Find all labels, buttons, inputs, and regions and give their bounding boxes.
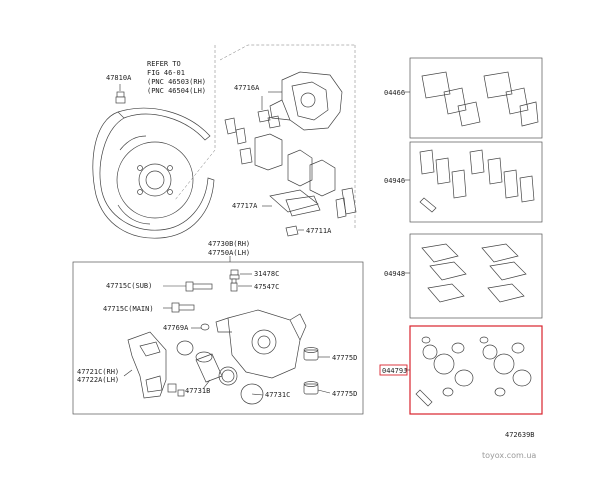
callout-04946[interactable]: 04946 <box>384 177 405 185</box>
callout-47721C[interactable]: 47721C(RH) <box>77 368 119 376</box>
callout-04948[interactable]: 04948 <box>384 270 405 278</box>
callout-47717A[interactable]: 47717A <box>232 202 258 210</box>
mounting-bracket-47721C[interactable] <box>127 331 167 399</box>
bolt-47810A[interactable] <box>115 91 126 104</box>
kit-box-04466[interactable] <box>409 57 543 139</box>
callout-04479J-box <box>379 364 408 376</box>
caliper-body[interactable] <box>215 309 307 379</box>
shim-kit-47717A[interactable] <box>269 187 357 219</box>
pin-47715C-main[interactable] <box>171 302 195 313</box>
callout-47722A[interactable]: 47722A(LH) <box>77 376 119 384</box>
caliper-top[interactable] <box>269 71 343 131</box>
callout-47716A[interactable]: 47716A <box>234 84 260 92</box>
callout-47769A[interactable]: 47769A <box>163 324 189 332</box>
callout-04466[interactable]: 04466 <box>384 89 405 97</box>
shim-kit-04946 <box>419 149 535 213</box>
refer-line-2: FIG 46-01 <box>147 69 185 77</box>
callout-47715C-sub[interactable]: 47715C(SUB) <box>106 282 152 290</box>
refer-line-3: (PNC 46503(RH) <box>147 78 206 86</box>
piston-47731B[interactable] <box>195 351 223 383</box>
watermark: toyox.com.ua <box>482 451 536 460</box>
callout-47775D-top[interactable]: 47775D <box>332 354 357 362</box>
callout-04479J[interactable]: 04479J <box>382 367 407 375</box>
bolt-31478C[interactable] <box>229 269 240 280</box>
callout-47731C[interactable]: 47731C <box>265 391 290 399</box>
callout-47547C[interactable]: 47547C <box>254 283 279 291</box>
callout-47810A[interactable]: 47810A <box>106 74 132 82</box>
piston-boot[interactable] <box>218 366 238 386</box>
piston-seal-ring[interactable] <box>176 340 194 356</box>
clip-47711A[interactable] <box>285 225 299 237</box>
brake-pad-set-47716A[interactable] <box>224 109 336 197</box>
pad-kit-04466 <box>421 71 539 127</box>
small-parts-bracket[interactable] <box>167 383 185 397</box>
caliper-assembly-frame <box>72 261 364 415</box>
bleeder-47547C[interactable] <box>230 278 238 292</box>
callout-47731B[interactable]: 47731B <box>185 387 210 395</box>
refer-line-1: REFER TO <box>147 60 181 68</box>
callout-47775D-bottom[interactable]: 47775D <box>332 390 357 398</box>
seal-47731C[interactable] <box>240 383 264 405</box>
leader-lines <box>123 91 410 396</box>
seal-kit-04479J <box>415 336 532 407</box>
kit-box-04946[interactable] <box>409 141 543 223</box>
callout-47711A[interactable]: 47711A <box>306 227 332 235</box>
dust-shield[interactable] <box>92 107 215 239</box>
kit-box-04948[interactable] <box>409 233 543 319</box>
pin-47715C-sub[interactable] <box>185 281 213 292</box>
refer-line-4: (PNC 46504(LH) <box>147 87 206 95</box>
callout-47715C-main[interactable]: 47715C(MAIN) <box>103 305 154 313</box>
boot-47769A[interactable] <box>200 323 210 331</box>
dust-cap-47775D-top[interactable] <box>303 347 319 361</box>
callout-47730B[interactable]: 47730B(RH) <box>208 240 250 248</box>
figure-number: 472639B <box>505 431 535 439</box>
callout-47750A[interactable]: 47750A(LH) <box>208 249 250 257</box>
clip-kit-04948 <box>421 243 527 303</box>
callout-31478C[interactable]: 31478C <box>254 270 279 278</box>
dust-cap-47775D-bottom[interactable] <box>303 381 319 395</box>
